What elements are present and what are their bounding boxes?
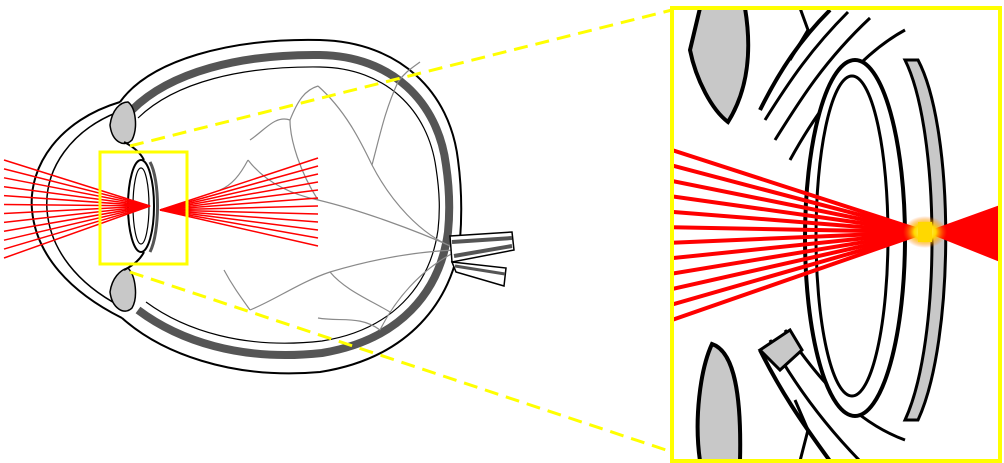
iris-lower xyxy=(110,268,135,311)
magnifier-inset xyxy=(672,8,1000,461)
outgoing-light-rays xyxy=(160,158,318,246)
outgoing-ray xyxy=(160,210,318,238)
optic-nerve xyxy=(450,232,514,286)
outgoing-ray xyxy=(160,158,318,210)
incoming-ray xyxy=(4,160,150,206)
iris-upper xyxy=(110,102,135,144)
ciliary-lower xyxy=(124,252,144,270)
eye-main xyxy=(4,40,514,374)
outgoing-ray xyxy=(160,182,318,210)
zoom-connector-bottom xyxy=(130,272,672,452)
incoming-light-rays xyxy=(4,160,150,258)
